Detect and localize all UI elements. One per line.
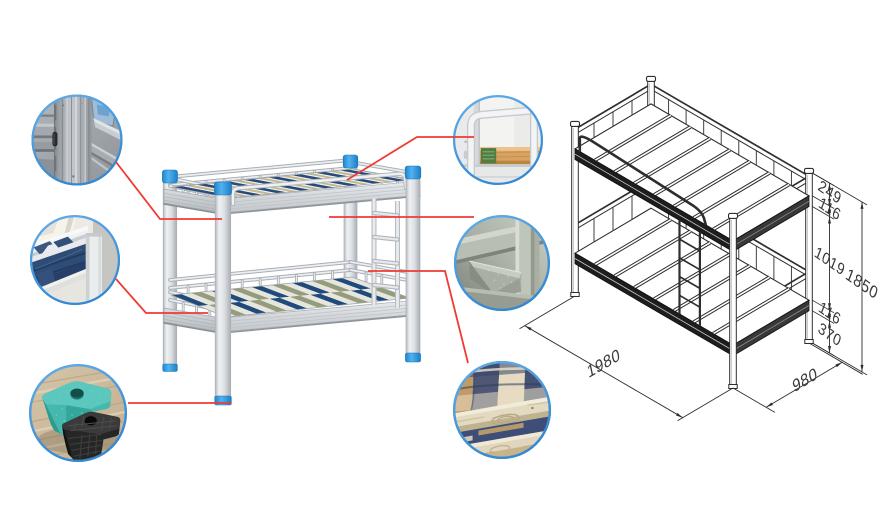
detail-guardrail-wood-slat — [452, 94, 544, 186]
detail-photo-c6 — [452, 360, 552, 460]
detail-steel-tube-profile — [31, 94, 123, 186]
detail-photo-c2 — [29, 214, 121, 306]
dim-length: 1980 — [586, 345, 622, 382]
drawing-dimension-lines — [519, 172, 868, 422]
detail-frame-bracket-joint — [453, 214, 551, 312]
callout-line-guardrail — [346, 136, 474, 181]
dim-width-lines — [732, 342, 863, 413]
detail-plastic-foot-pads — [28, 363, 128, 463]
detail-photo-c1 — [31, 94, 123, 186]
dim-height-total-lines — [812, 172, 868, 376]
callout-lines — [115, 136, 474, 404]
detail-bunk-corner-mattress — [29, 214, 121, 306]
bed-front-posts — [214, 176, 421, 398]
detail-photo-c3 — [28, 363, 128, 463]
callout-line-bunk-corner — [115, 278, 208, 314]
callout-line-tube-profile — [115, 161, 222, 220]
drawing-wireframe — [569, 75, 815, 389]
bed-front-guardrail — [230, 171, 409, 207]
detail-photo-c4 — [452, 94, 544, 186]
bed-corner-caps-and-feet — [162, 154, 422, 406]
callout-line-slats-fabric — [368, 270, 469, 364]
dim-length-lines — [519, 295, 734, 422]
product-photo-bunk-bed — [162, 154, 422, 406]
technical-drawing: 1980 980 1850 249 116 1019 116 370 — [519, 75, 880, 422]
detail-photo-c5 — [453, 214, 551, 312]
bed-ladder — [371, 198, 400, 308]
dim-width: 980 — [791, 364, 819, 396]
detail-bed-slats-plaid-fabric — [452, 360, 552, 460]
